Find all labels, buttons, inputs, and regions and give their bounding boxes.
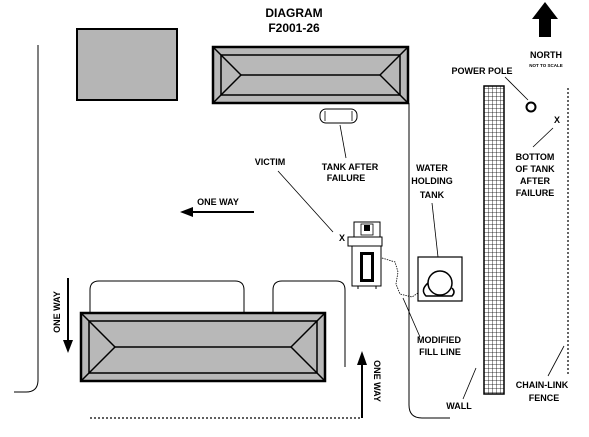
fill-line-leader — [402, 297, 421, 338]
victim-leader — [277, 170, 334, 233]
tank-stand-icon — [347, 221, 383, 289]
chain-link-label-1: CHAIN-LINK — [516, 380, 569, 390]
bottom-of-tank-label-3: AFTER — [520, 176, 550, 186]
tank-after-failure-label-1: TANK AFTER — [322, 162, 379, 172]
modified-fill-line-label-2: FILL LINE — [419, 347, 461, 357]
wall-label: WALL — [446, 401, 472, 411]
water-holding-tank-label-3: TANK — [420, 190, 445, 200]
power-pole-leader — [504, 76, 529, 101]
one-way-bottom-label: ONE WAY — [372, 360, 382, 402]
building-top-center — [211, 45, 410, 105]
north-subtitle: NOT TO SCALE — [529, 63, 562, 68]
hatched-wall — [483, 85, 505, 395]
one-way-top-label: ONE WAY — [197, 197, 239, 207]
bottom-of-tank-leader — [532, 127, 554, 148]
power-pole-icon — [525, 101, 537, 113]
fill-line — [381, 257, 419, 298]
figure-id: F2001-26 — [268, 21, 320, 35]
bottom-of-tank-label-1: BOTTOM — [516, 152, 555, 162]
water-holding-tank-label-2: HOLDING — [411, 176, 453, 186]
road-edge-left — [14, 45, 39, 393]
parking-outline-left — [89, 280, 245, 313]
one-way-left-label: ONE WAY — [52, 291, 62, 333]
tank-after-failure-icon — [319, 108, 358, 124]
diagram-title: DIAGRAM — [265, 6, 322, 20]
victim-marker: X — [339, 233, 345, 243]
power-pole-label: POWER POLE — [451, 66, 512, 76]
bottom-of-tank-label-4: FAILURE — [516, 188, 555, 198]
victim-label: VICTIM — [255, 157, 286, 167]
bottom-of-tank-marker: X — [554, 115, 560, 125]
building-top-left — [76, 28, 178, 101]
water-holding-tank-icon — [417, 256, 463, 302]
chain-link-leader — [547, 345, 565, 377]
parking-outline-right — [272, 280, 346, 367]
arrow-left-icon — [180, 207, 254, 217]
chain-link-label-2: FENCE — [529, 393, 560, 403]
building-bottom — [79, 311, 327, 383]
water-holding-tank-label-1: WATER — [416, 163, 448, 173]
bottom-of-tank-label-2: OF TANK — [515, 164, 555, 174]
north-label: NORTH — [530, 50, 562, 60]
water-tank-leader — [431, 202, 439, 258]
arrow-down-icon — [63, 278, 73, 353]
road-edge-right — [408, 103, 450, 419]
arrow-up-icon — [357, 351, 367, 418]
tank-after-failure-leader — [339, 124, 347, 159]
wall-leader — [462, 367, 477, 400]
north-arrow-icon — [532, 2, 558, 37]
modified-fill-line-label-1: MODIFIED — [417, 335, 461, 345]
tank-after-failure-label-2: FAILURE — [327, 173, 366, 183]
